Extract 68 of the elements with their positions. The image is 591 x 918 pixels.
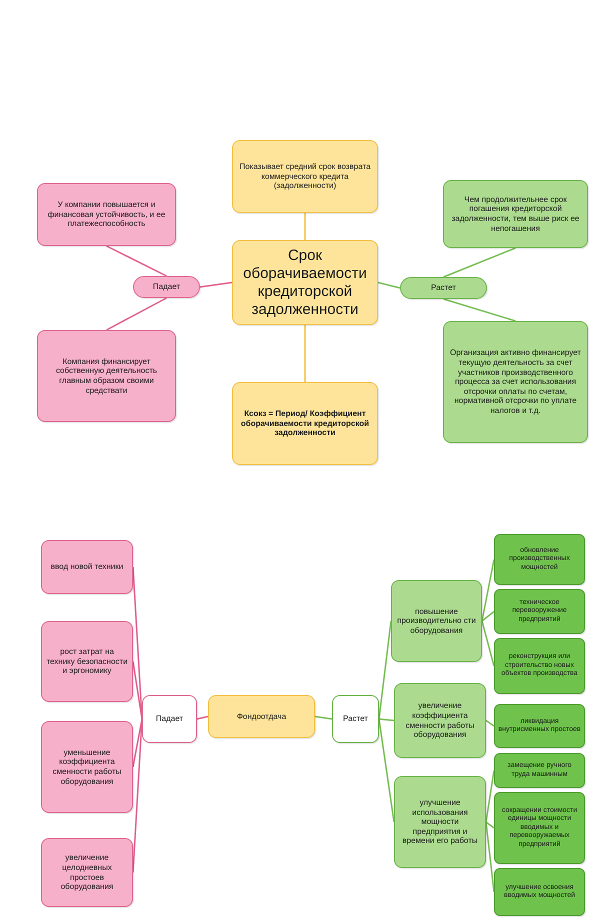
topic-box (41, 540, 133, 594)
topic-box (232, 140, 378, 213)
connector-line (443, 247, 516, 278)
connector-line (485, 822, 495, 892)
connector-line (132, 661, 143, 720)
connector-line (378, 282, 400, 289)
connector-line (106, 297, 167, 331)
connector-line (304, 213, 306, 240)
node-text: Ксокз = Период/ Коэффициент оборачиваемости кредиторской задолженности (240, 409, 370, 438)
topic-box (232, 382, 378, 465)
node-text: уменьшение коэффициента сменности работы оборудования (52, 748, 122, 786)
topic-box (391, 580, 482, 662)
connector-line (443, 298, 516, 322)
topic-box (494, 753, 585, 788)
topic-box (494, 792, 585, 864)
connector-line (132, 718, 143, 873)
node-text: повышение производительно сти оборудования (396, 606, 477, 636)
node-text: У компании повышается и финансовая устойчивость, и ее платежеспособность (46, 200, 166, 229)
node-text: Падает (152, 282, 180, 292)
topic-box (494, 534, 585, 585)
node-text: увеличение целодневных простоев оборудования (60, 853, 114, 892)
topic-box (494, 704, 585, 748)
connector-line (200, 282, 232, 288)
node-text: Компания финансирует собственную деятельность главным образом своими средствати (54, 356, 158, 396)
connector-line (196, 716, 208, 720)
connector-line (314, 716, 332, 720)
topic-box (232, 240, 378, 325)
connector-line (481, 620, 495, 666)
topic-box (394, 683, 486, 758)
topic-box (332, 695, 379, 743)
node-text: ввод новой техники (50, 562, 124, 572)
connector-line (486, 720, 494, 727)
topic-box (400, 277, 487, 299)
connector-line (481, 559, 495, 622)
connector-line (106, 245, 167, 277)
connector-line (485, 770, 495, 822)
topic-box (41, 838, 133, 907)
connector-line (486, 821, 494, 829)
topic-box (41, 721, 133, 813)
connector-line (378, 718, 394, 722)
topic-box (133, 276, 200, 298)
node-text: Срок оборачиваемости кредиторской задолженности (242, 246, 368, 318)
connector-line (378, 718, 395, 822)
topic-box (394, 776, 486, 868)
node-text: рост затрат на технику безопасности и эргономику (45, 647, 129, 676)
topic-box (494, 868, 585, 916)
topic-box (142, 695, 197, 743)
connector-line (132, 718, 143, 768)
connector-line (482, 610, 494, 622)
node-text: Показывает средний срок возврата коммерческого кредита (задолженности) (238, 162, 372, 191)
node-text: Чем продолжительнее срок погашения кредиторской задолженности, тем выше риск ее непогашения (450, 194, 580, 234)
topic-box (41, 621, 133, 702)
node-text: увеличение коэффициента сменности работы оборудования (404, 701, 476, 740)
node-text: Фондоотдача (236, 712, 286, 722)
node-text: Растет (343, 714, 368, 724)
node-text: Организация активно финансирует текущую деятельность за счет участников производственного процесса за счет использования отсрочки оплаты по счетам, нормативной отсрочки по уплате налогов и т.д. (449, 348, 582, 416)
topic-box (443, 180, 588, 248)
topic-box (37, 330, 176, 422)
topic-box (494, 638, 585, 694)
node-text: Растет (431, 283, 456, 293)
topic-box (208, 695, 315, 738)
topic-box (37, 183, 176, 246)
connector-line (304, 325, 306, 382)
topic-box (494, 589, 585, 634)
node-text: Падает (156, 714, 184, 724)
node-text: улучшение использования мощности предприятия и времени его работы (401, 798, 479, 846)
topic-box (443, 321, 588, 443)
connector-line (378, 620, 392, 720)
